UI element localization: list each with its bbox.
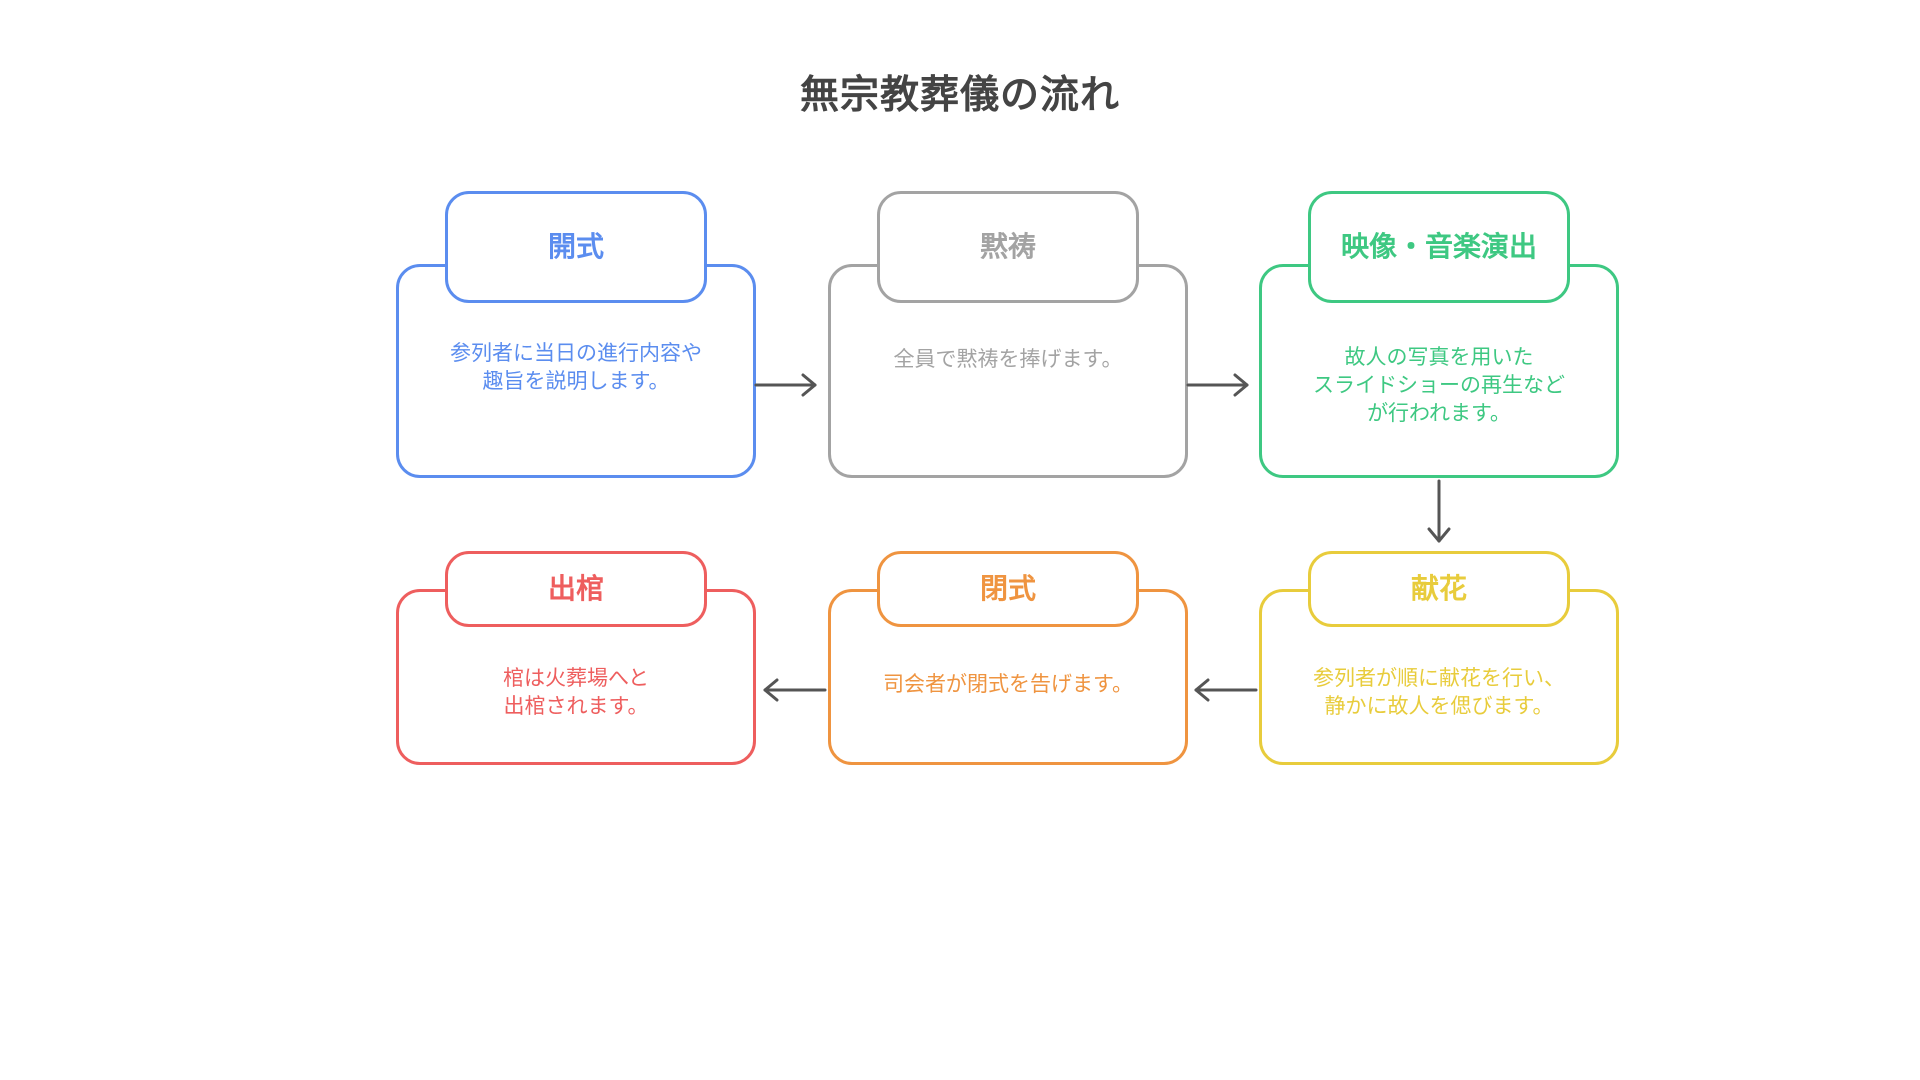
step-title-video-music: 映像・音楽演出 xyxy=(1308,191,1570,303)
step-description: 全員で黙祷を捧げます。 xyxy=(893,347,1123,371)
step-title-opening: 開式 xyxy=(445,191,707,303)
arrow-left-icon xyxy=(1194,678,1258,702)
step-description: 参列者に当日の進行内容や 趣旨を説明します。 xyxy=(450,341,702,393)
arrow-down-icon xyxy=(1427,479,1451,543)
arrow-right-icon xyxy=(754,373,817,397)
step-title-departure: 出棺 xyxy=(445,551,707,627)
arrow-left-icon xyxy=(763,678,827,702)
step-description: 参列者が順に献花を行い、 静かに故人を偲びます。 xyxy=(1313,666,1565,718)
step-title-closing: 閉式 xyxy=(877,551,1139,627)
diagram-title: 無宗教葬儀の流れ xyxy=(799,73,1120,118)
step-description: 棺は火葬場へと 出棺されます。 xyxy=(503,666,649,718)
step-description: 故人の写真を用いた スライドショーの再生など が行われます。 xyxy=(1313,345,1565,425)
step-description: 司会者が閉式を告げます。 xyxy=(883,672,1133,696)
step-title-silent-prayer: 黙祷 xyxy=(877,191,1139,303)
step-title-flower-offering: 献花 xyxy=(1308,551,1570,627)
arrow-right-icon xyxy=(1186,373,1249,397)
